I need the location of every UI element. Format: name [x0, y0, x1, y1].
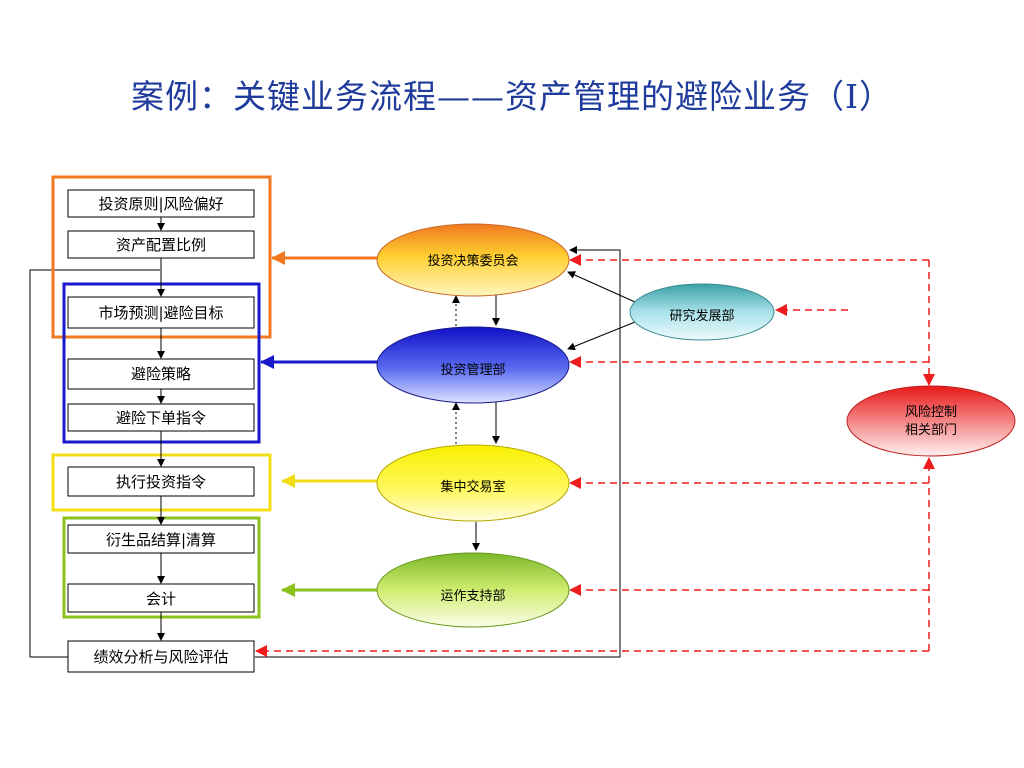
- svg-text:运作支持部: 运作支持部: [440, 589, 505, 604]
- svg-text:绩效分析与风险评估: 绩效分析与风险评估: [93, 648, 228, 666]
- process-box-8: 会计: [67, 583, 255, 613]
- process-box-6: 执行投资指令: [67, 466, 255, 497]
- oval-investment-management: 投资管理部: [376, 326, 570, 404]
- svg-text:避险策略: 避险策略: [131, 365, 191, 383]
- process-box-4: 避险策略: [67, 358, 255, 390]
- svg-text:相关部门: 相关部门: [905, 423, 957, 438]
- process-box-9: 绩效分析与风险评估: [67, 640, 255, 673]
- svg-text:投资管理部: 投资管理部: [440, 362, 505, 378]
- svg-text:执行投资指令: 执行投资指令: [116, 473, 206, 491]
- feedback-loop-line: [29, 269, 160, 658]
- svg-text:投资原则|风险偏好: 投资原则|风险偏好: [98, 195, 223, 213]
- process-box-5: 避险下单指令: [67, 403, 255, 432]
- arrow-research-to-management: [567, 321, 636, 351]
- svg-text:会计: 会计: [146, 590, 176, 608]
- svg-text:风险控制: 风险控制: [905, 405, 957, 420]
- svg-text:投资决策委员会: 投资决策委员会: [427, 253, 518, 269]
- svg-text:衍生品结算|清算: 衍生品结算|清算: [106, 531, 216, 549]
- return-line: [255, 246, 621, 658]
- svg-text:避险下单指令: 避险下单指令: [116, 409, 206, 427]
- process-box-7: 衍生品结算|清算: [67, 524, 255, 554]
- svg-text:集中交易室: 集中交易室: [440, 479, 505, 495]
- oval-operations-support: 运作支持部: [376, 552, 570, 628]
- oval-investment-committee: 投资决策委员会: [376, 223, 570, 297]
- oval-central-trading: 集中交易室: [376, 444, 570, 522]
- process-box-1: 投资原则|风险偏好: [67, 189, 255, 218]
- svg-text:市场预测|避险目标: 市场预测|避险目标: [98, 304, 223, 322]
- oval-research-development: 研究发展部: [629, 283, 775, 341]
- process-box-3: 市场预测|避险目标: [67, 296, 255, 329]
- oval-risk-control: 风险控制 相关部门: [846, 385, 1016, 457]
- svg-text:研究发展部: 研究发展部: [669, 308, 734, 324]
- slide-title: 案例：关键业务流程——资产管理的避险业务（I）: [130, 77, 894, 116]
- svg-text:资产配置比例: 资产配置比例: [116, 236, 206, 254]
- process-box-2: 资产配置比例: [67, 230, 255, 259]
- arrow-research-to-committee: [567, 271, 636, 303]
